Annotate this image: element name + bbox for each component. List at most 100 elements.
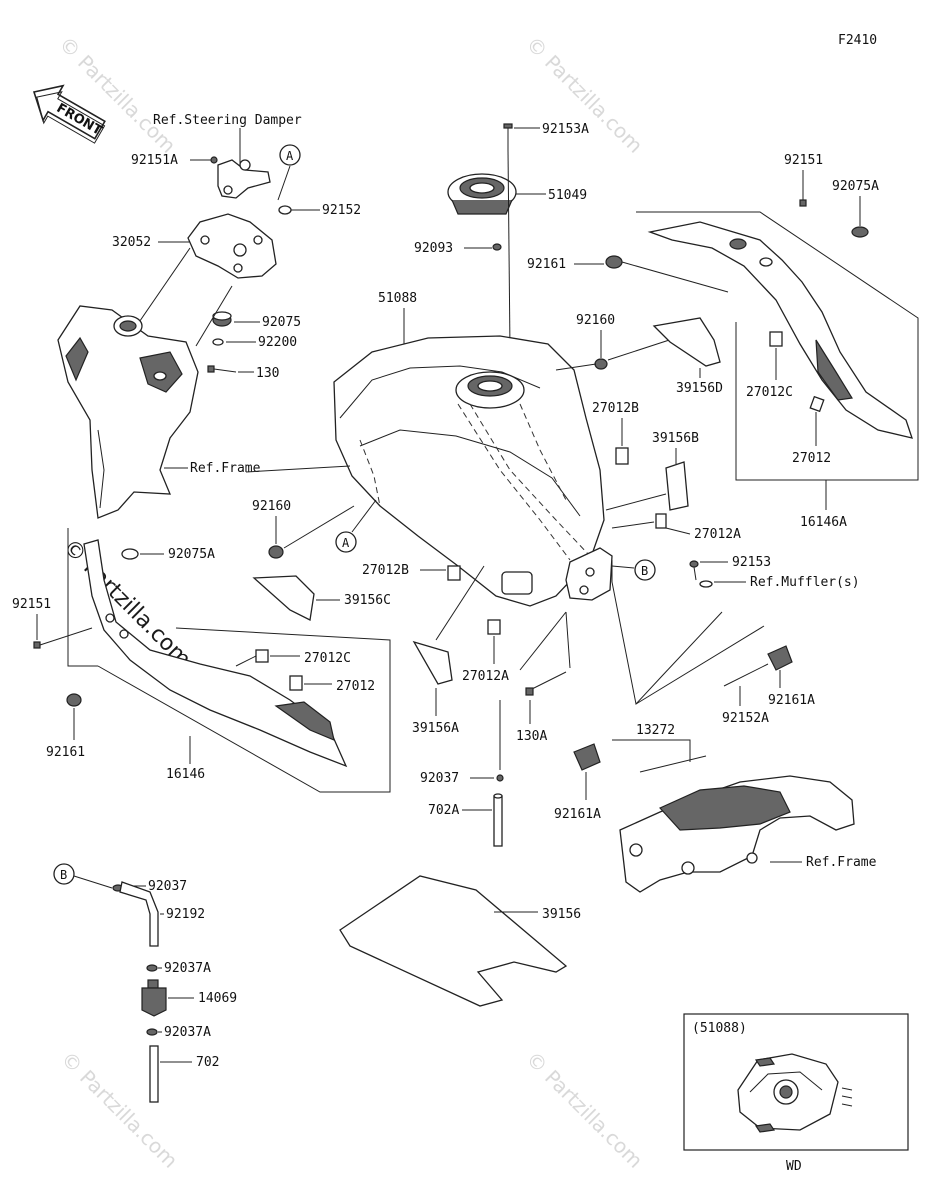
label-92153A: 92153A (542, 122, 589, 137)
label-27012-left: 27012 (336, 679, 375, 694)
label-92075A-left: 92075A (168, 547, 215, 562)
bolt-icon (33, 627, 93, 649)
clamp-icon (146, 964, 158, 972)
label-92075: 92075 (262, 315, 301, 330)
bolt-icon (210, 156, 218, 164)
panel-group-bracket-right (636, 211, 919, 481)
side-cover-right-icon (647, 221, 913, 439)
fuel-cap-icon (447, 173, 517, 215)
rubber-pad-icon (252, 575, 315, 621)
inset-title: (51088) (692, 1021, 747, 1036)
marker-b: B (53, 863, 75, 885)
label-27012C-right: 27012C (746, 385, 793, 400)
marker-a-label: A (286, 149, 294, 163)
frame-left-icon (57, 305, 199, 519)
damper-rubber-icon (767, 645, 793, 671)
label-92160-top: 92160 (576, 313, 615, 328)
label-130: 130 (256, 366, 279, 381)
grommet-icon (851, 226, 869, 238)
watermark: © Partzilla.com (521, 1047, 647, 1173)
marker-b: B (634, 559, 656, 581)
label-92037: 92037 (420, 771, 459, 786)
pad-icon (769, 331, 783, 347)
label-39156: 39156 (542, 907, 581, 922)
clamp-icon (146, 1028, 158, 1036)
grommet-icon (605, 255, 623, 269)
label-32052: 32052 (112, 235, 151, 250)
label-39156D: 39156D (676, 381, 723, 396)
label-27012A-mid: 27012A (462, 669, 509, 684)
label-92161A-right: 92161A (768, 693, 815, 708)
label-39156A: 39156A (412, 721, 459, 736)
bracket-13272-leader (612, 739, 691, 762)
ref-mufflers: Ref.Muffler(s) (750, 575, 860, 590)
label-92192: 92192 (166, 907, 205, 922)
clip-icon (699, 580, 713, 588)
tank-mount-bracket-icon (565, 547, 613, 601)
hose-icon (119, 881, 159, 947)
label-92161-left: 92161 (46, 745, 85, 760)
hose-icon (493, 793, 503, 847)
screw-icon (689, 560, 699, 581)
figure-id: F2410 (838, 33, 877, 48)
pad-icon (255, 649, 269, 663)
collar-icon (268, 545, 284, 559)
label-92037-b: 92037 (148, 879, 187, 894)
label-27012B-top: 27012B (592, 401, 639, 416)
label-92093: 92093 (414, 241, 453, 256)
label-92037A-1: 92037A (164, 961, 211, 976)
steering-damper-bracket-icon (217, 159, 271, 199)
collar-icon (212, 338, 224, 346)
washer-icon (278, 205, 292, 215)
label-39156C: 39156C (344, 593, 391, 608)
inset-box: (51088) WD (683, 1013, 909, 1174)
label-702: 702 (196, 1055, 219, 1070)
label-92075A-right: 92075A (832, 179, 879, 194)
label-92151A: 92151A (131, 153, 178, 168)
label-92200: 92200 (258, 335, 297, 350)
marker-a: A (279, 144, 301, 166)
fuel-tank-icon (333, 335, 605, 607)
label-92152A: 92152A (722, 711, 769, 726)
marker-b-label: B (60, 868, 67, 882)
label-27012C-left: 27012C (304, 651, 351, 666)
grommet-icon (121, 548, 139, 560)
seat-pad-icon (339, 875, 568, 1007)
tank-bracket-icon (187, 213, 277, 279)
collar-icon (594, 358, 608, 370)
watermark: © Partzilla.com (54, 32, 180, 158)
grommet-icon (212, 311, 232, 327)
label-702A: 702A (428, 803, 459, 818)
watermark: © Partzilla.com (521, 32, 647, 158)
label-92160-left: 92160 (252, 499, 291, 514)
frame-right-icon (619, 775, 855, 893)
bolt-icon (207, 365, 237, 373)
label-51049: 51049 (548, 188, 587, 203)
label-51088: 51088 (378, 291, 417, 306)
pad-icon (809, 395, 825, 413)
label-13272: 13272 (636, 723, 675, 738)
label-130A: 130A (516, 729, 547, 744)
marker-b-label: B (641, 564, 648, 578)
label-39156B: 39156B (652, 431, 699, 446)
label-92161A-mid: 92161A (554, 807, 601, 822)
rubber-pad-icon (665, 461, 689, 511)
filter-icon (141, 979, 167, 1017)
label-92151-right: 92151 (784, 153, 823, 168)
grommet-icon (66, 693, 82, 707)
rubber-pad-icon (652, 317, 721, 367)
pad-icon (289, 675, 303, 691)
label-92152: 92152 (322, 203, 361, 218)
pipe-icon (639, 755, 707, 773)
rubber-pad-icon (412, 640, 453, 685)
inset-caption: WD (786, 1159, 802, 1174)
label-92153: 92153 (732, 555, 771, 570)
pad-icon (487, 619, 501, 635)
ref-frame-left: Ref.Frame (190, 461, 261, 476)
damper-rubber-icon (573, 743, 601, 771)
label-92161-top: 92161 (527, 257, 566, 272)
ref-steering-damper: Ref.Steering Damper (153, 113, 302, 128)
collar-icon (723, 663, 769, 687)
fuel-tank-top-view-icon (737, 1053, 853, 1133)
